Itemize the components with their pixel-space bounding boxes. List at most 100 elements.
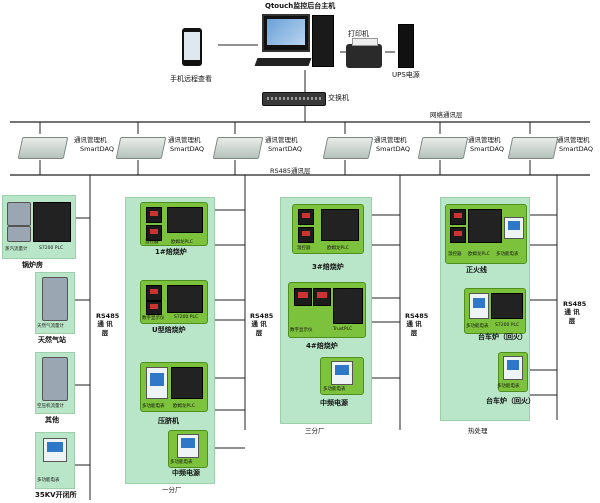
kv-meter-caption: 多功能电表 (37, 478, 60, 483)
rs485-label-1: RS485 通 讯 层 (96, 312, 120, 337)
plc-icon (333, 288, 363, 324)
air-flowmeter-icon (42, 357, 68, 401)
plc-icon (321, 209, 359, 241)
heat-meter3-caption: 多功能电表 (497, 384, 520, 389)
digital-display-icon (294, 288, 312, 306)
plc-icon (33, 202, 71, 242)
plc-icon (167, 207, 203, 233)
boiler-panel: 蒸汽流量计 S7200 PLC (2, 195, 76, 259)
digital-display-icon (313, 288, 331, 306)
air-caption: 空压机流量计 (37, 404, 64, 409)
ups-label: UPS电源 (392, 71, 420, 79)
power-meter-icon (503, 356, 523, 380)
boiler-flowmeter-caption: 蒸汽流量计 (5, 247, 28, 252)
pc-tower-icon (312, 15, 334, 67)
plant1-temp-caption: 温控器 (145, 240, 159, 245)
gateway-2-icon (115, 137, 167, 159)
rs485-label-3: RS485 通 讯 层 (405, 312, 429, 337)
monitor-icon (262, 14, 310, 52)
network-layer-label: 网络通讯层 (430, 111, 463, 119)
boiler-label: 锅炉房 (22, 261, 43, 269)
plant1-u-furnace-device: 数字显示仪 S7200 PLC (140, 280, 208, 324)
plant3-digital-caption: 数字显示仪 (290, 328, 313, 333)
gas-station-label: 天然气站 (38, 336, 66, 344)
heat-oxygen-caption: 欧姆龙PLC (468, 252, 490, 257)
heat-car1-label: 台车炉（回火） (478, 333, 527, 341)
switch-label: 交换机 (328, 94, 349, 102)
gateway-4-icon (322, 137, 374, 159)
digital-display-icon (146, 301, 162, 315)
power-meter-icon (504, 217, 524, 239)
plant1-meter2-caption: 多功能电表 (170, 460, 193, 465)
heat-meter2-caption: 多功能电表 (466, 324, 489, 329)
phone-label: 手机远程查看 (170, 75, 212, 83)
power-meter-icon (146, 367, 168, 399)
heat-car2-device: 多功能电表 (497, 352, 528, 392)
gateway-6-line1: 通讯管理机 (557, 136, 590, 144)
heat-plc-caption: S7200 PLC (495, 323, 520, 328)
switch-icon (262, 92, 326, 106)
plant1-footer: 一分厂 (162, 486, 182, 494)
gateway-4-line2: SmartDAQ (376, 145, 411, 153)
gateway-4-line1: 通讯管理机 (374, 136, 407, 144)
phone-icon (182, 28, 202, 66)
gateway-1-line1: 通讯管理机 (74, 136, 107, 144)
plc-icon (491, 293, 523, 319)
plant1-digital-caption: 数字显示仪 (142, 316, 165, 321)
plant3-mid-label: 中频电源 (320, 399, 348, 407)
plant1-oxygen-caption: 欧姆龙PLC (171, 240, 193, 245)
gas-flowmeter-icon (42, 277, 68, 321)
temp-controller-icon (146, 207, 162, 223)
boiler-plc-caption: S7200 PLC (39, 246, 64, 251)
gateway-1-icon (17, 137, 69, 159)
temp-controller-icon (298, 209, 314, 225)
gateway-6-line2: SmartDAQ (559, 145, 594, 153)
heat-footer: 热处理 (468, 427, 488, 435)
power-meter-icon (177, 434, 199, 458)
temp-controller-icon (298, 227, 314, 243)
heat-line-label: 正火线 (466, 266, 487, 274)
gateway-5-line1: 通讯管理机 (468, 136, 501, 144)
host-label: Qtouch监控后台主机 (265, 2, 336, 10)
air-panel: 空压机流量计 (35, 352, 75, 414)
gateway-6-icon (507, 137, 559, 159)
temp-controller-icon (450, 209, 466, 225)
plc-icon (167, 285, 203, 313)
rs485-layer-label: RS485通讯层 (270, 167, 311, 175)
power-meter-icon (331, 361, 353, 385)
plant1-mid-label: 中频电源 (172, 469, 200, 477)
heat-temp-caption: 温控器 (448, 252, 462, 257)
gateway-5-line2: SmartDAQ (470, 145, 505, 153)
furnace3-label: 3#焙烧炉 (312, 263, 344, 271)
heat-meter-caption: 多功能电表 (496, 252, 519, 257)
keyboard-icon (254, 58, 312, 66)
plant3-plc-caption: TrustPLC (333, 327, 353, 332)
gateway-1-line2: SmartDAQ (80, 145, 115, 153)
plc-icon (171, 367, 203, 399)
heat-line-device: 温控器 欧姆龙PLC 多功能电表 (445, 204, 527, 264)
plant1-press-device: 多功能电表 欧姆龙PLC (140, 362, 208, 412)
digital-display-icon (146, 285, 162, 301)
kv-label: 35KV开闭所 (35, 491, 77, 499)
ups-icon (398, 24, 414, 68)
plant3-meter-caption: 多功能电表 (323, 387, 346, 392)
gateway-5-icon (417, 137, 469, 159)
plant3-furnace3-device: 温控器 欧姆龙PLC (292, 204, 364, 254)
plant1-furnace1-device: 温控器 欧姆龙PLC (140, 202, 208, 246)
temp-controller-icon (450, 227, 466, 243)
flowmeter-icon (7, 202, 31, 226)
plant1-meter-caption: 多功能电表 (142, 404, 165, 409)
plant1-plc-caption: S7200 PLC (174, 315, 199, 320)
furnace1-label: 1#焙烧炉 (155, 248, 187, 256)
gateway-2-line1: 通讯管理机 (168, 136, 201, 144)
plant3-temp-caption: 温控器 (297, 246, 311, 251)
plant3-footer: 三分厂 (305, 427, 325, 435)
rs485-label-4: RS485 通 讯 层 (563, 300, 587, 325)
printer-icon (346, 38, 382, 68)
gateway-2-line2: SmartDAQ (170, 145, 205, 153)
printer-label: 打印机 (348, 30, 369, 38)
plant3-furnace4-device: 数字显示仪 TrustPLC (288, 282, 366, 338)
heat-car2-label: 台车炉（回火） (486, 397, 535, 405)
gateway-3-line1: 通讯管理机 (265, 136, 298, 144)
power-meter-icon (469, 293, 489, 319)
